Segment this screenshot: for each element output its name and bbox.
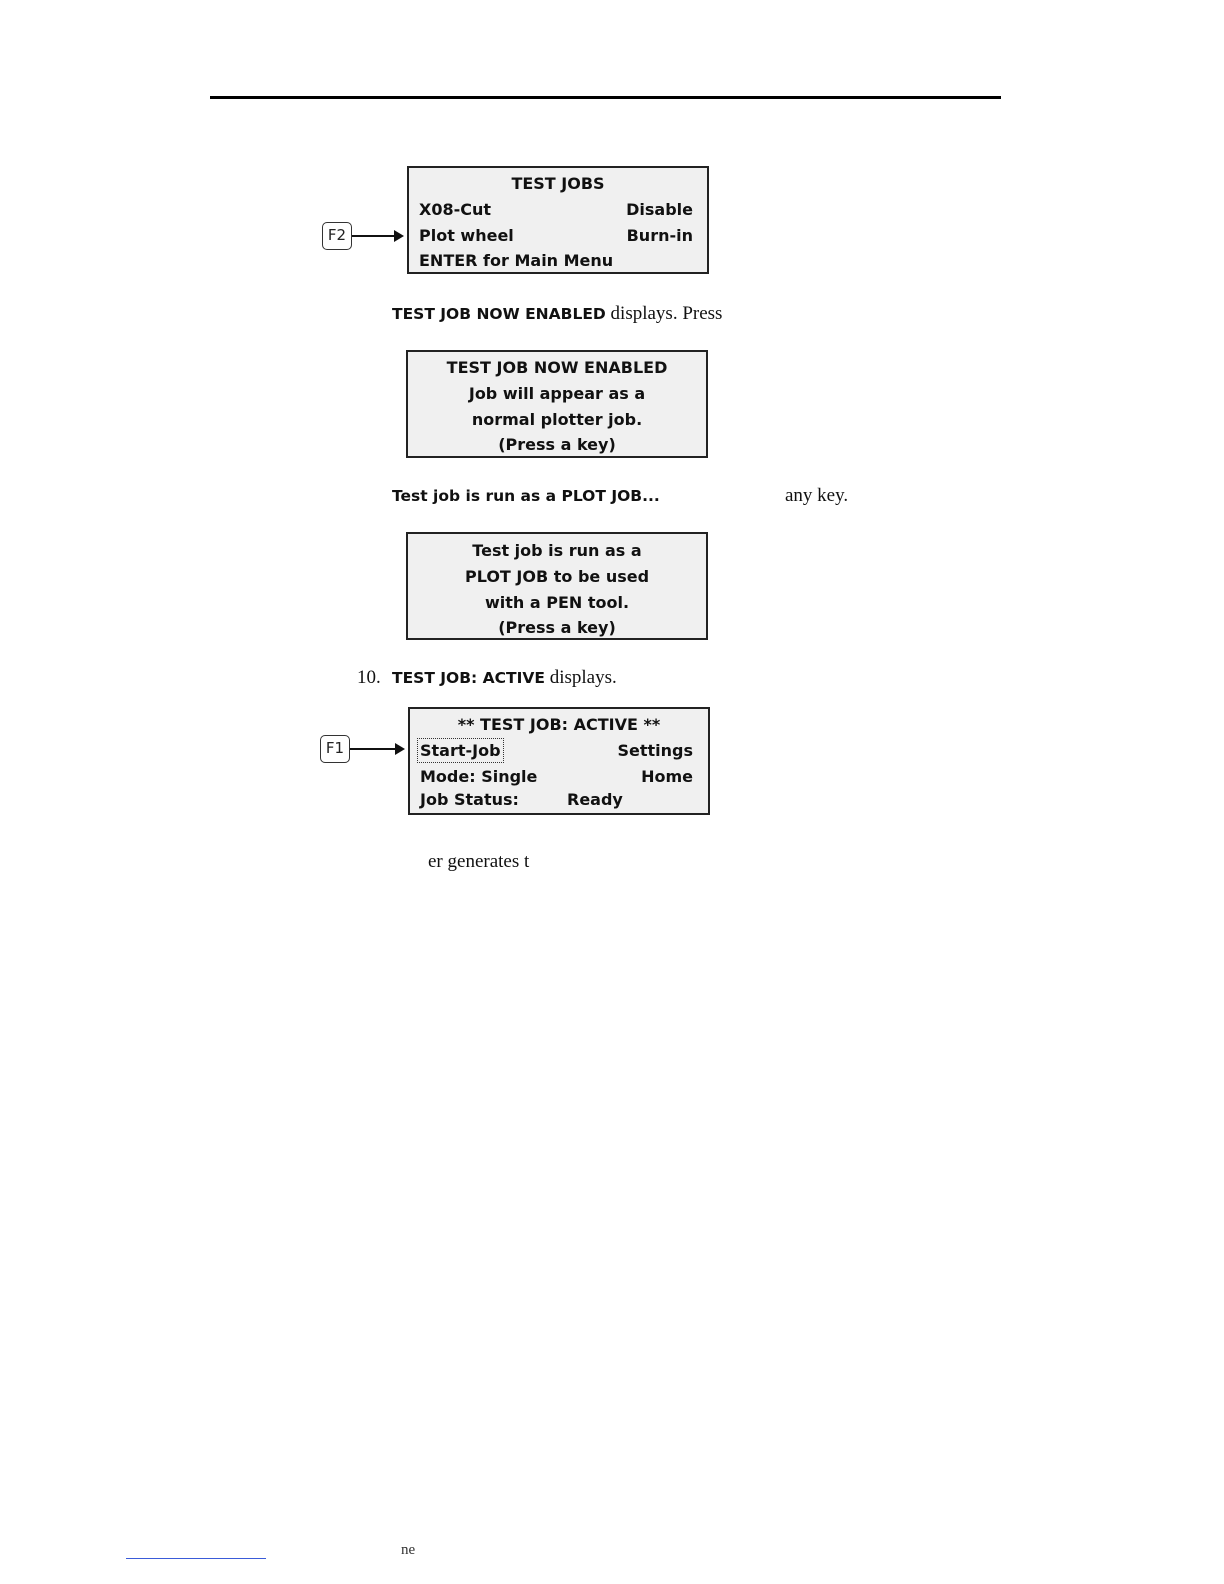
menu-option-x08-cut[interactable]: X08-Cut <box>419 200 492 219</box>
menu-option-burn-in[interactable]: Burn-in <box>626 226 693 245</box>
screen-line-2: Job will appear as a <box>468 384 646 403</box>
settings-option[interactable]: Settings <box>617 741 693 760</box>
instruction-bold: TEST JOB NOW ENABLED <box>392 305 606 323</box>
instruction-text: displays. Press <box>605 303 723 324</box>
mode-option[interactable]: Mode: Single <box>420 767 538 786</box>
screen-line-1: TEST JOB NOW ENABLED <box>446 358 668 377</box>
step-10-bold: TEST JOB: ACTIVE <box>392 669 545 687</box>
footer-text: ne <box>401 1542 416 1558</box>
arrow-icon <box>350 743 405 755</box>
instruction-bold: Test job is run as a PLOT JOB... <box>392 487 660 505</box>
home-option[interactable]: Home <box>641 767 693 786</box>
job-status-value: Ready <box>567 790 623 809</box>
job-status-label: Job Status: <box>420 790 519 809</box>
menu-option-plot-wheel[interactable]: Plot wheel <box>419 226 514 245</box>
plot-job-info-screen: Test job is run as a PLOT JOB to be used… <box>406 532 708 640</box>
footer-link-underline[interactable] <box>126 1558 266 1559</box>
instruction-paragraph-2: Test job is run as a PLOT JOB... any key… <box>392 484 872 508</box>
start-job-option[interactable]: Start-Job <box>417 738 504 763</box>
start-job-label[interactable]: Start-Job <box>417 738 504 763</box>
step-10-number: 10. <box>357 667 381 688</box>
f2-key[interactable]: F2 <box>322 222 352 250</box>
screen-title: ** TEST JOB: ACTIVE ** <box>457 715 661 734</box>
instruction-text: any key. <box>785 485 849 506</box>
screen-line-2: PLOT JOB to be used <box>464 567 650 586</box>
menu-option-disable[interactable]: Disable <box>626 200 693 219</box>
screen-line-4: (Press a key) <box>498 435 616 454</box>
screen-title: TEST JOBS <box>511 174 605 193</box>
f1-key[interactable]: F1 <box>320 735 350 763</box>
test-job-active-screen: ** TEST JOB: ACTIVE ** Start-Job Setting… <box>408 707 710 815</box>
instruction-paragraph-3: er generates t <box>428 851 530 872</box>
step-10-rest: displays. <box>544 667 617 688</box>
instruction-paragraph-1: TEST JOB NOW ENABLED displays. Press <box>392 302 722 326</box>
test-jobs-screen: TEST JOBS X08-Cut Disable Plot wheel Bur… <box>407 166 709 274</box>
arrow-icon <box>352 230 404 242</box>
header-rule <box>210 96 1001 99</box>
menu-option-main-menu[interactable]: ENTER for Main Menu <box>419 251 614 270</box>
screen-line-4: (Press a key) <box>498 618 616 637</box>
step-10-text: TEST JOB: ACTIVE displays. <box>392 666 617 690</box>
screen-line-3: with a PEN tool. <box>484 593 630 612</box>
test-job-enabled-screen: TEST JOB NOW ENABLED Job will appear as … <box>406 350 708 458</box>
screen-line-3: normal plotter job. <box>471 410 643 429</box>
screen-line-1: Test job is run as a <box>472 541 642 560</box>
